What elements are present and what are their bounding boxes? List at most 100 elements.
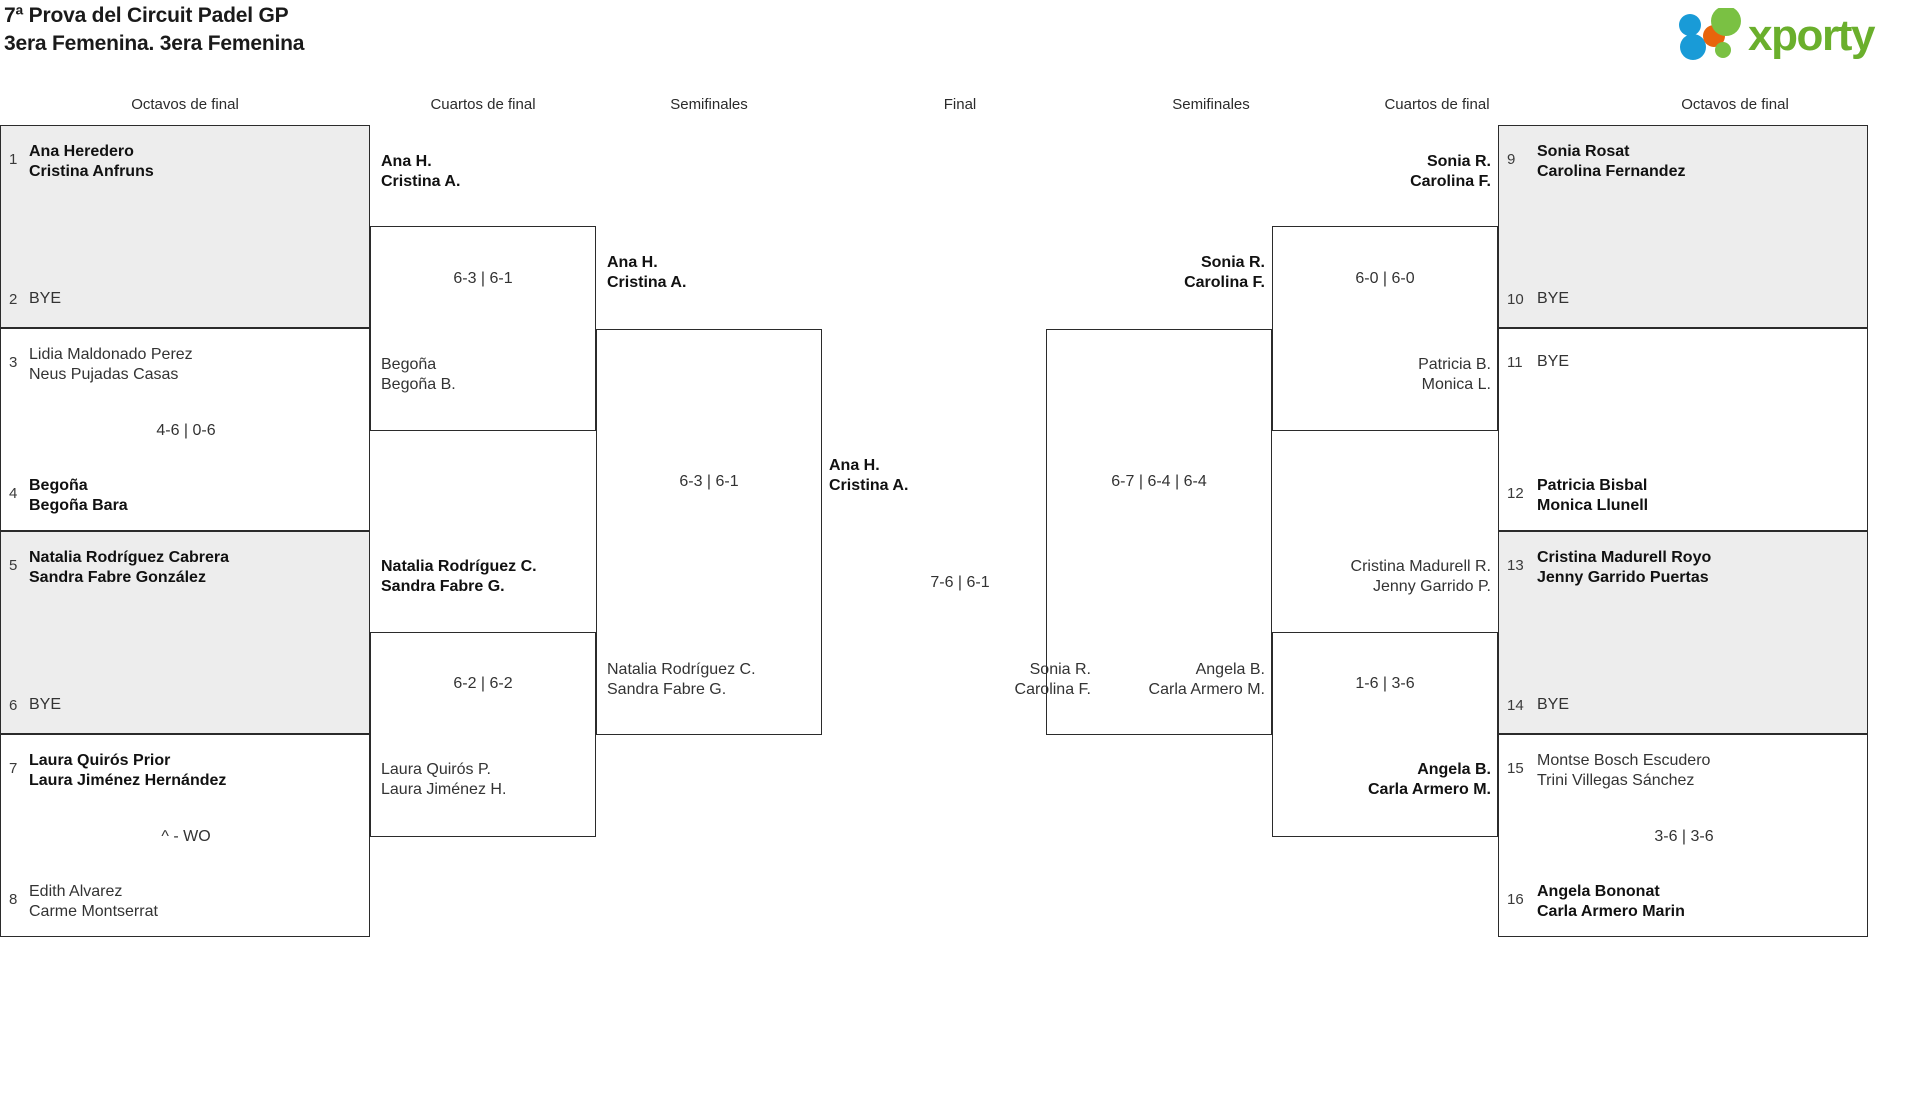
team-line-2: Monica Llunell: [1537, 497, 1649, 515]
team-line-2: Carme Montserrat: [29, 903, 158, 921]
score-left-sf-1: 6-3 | 6-1: [679, 473, 739, 490]
team-line-2: Carla Armero Marin: [1537, 903, 1685, 921]
score-right-qf-2: 1-6 | 3-6: [1355, 675, 1415, 692]
team-left-sf-1a: Ana H. Cristina A.: [607, 253, 686, 293]
round-header-left-qf: Cuartos de final: [430, 96, 536, 113]
team-line-1: Sonia R.: [1200, 254, 1265, 271]
team-line-2: Cristina Anfruns: [29, 163, 154, 181]
team-names: Sonia Rosat Carolina Fernandez: [1537, 142, 1685, 182]
team-right-sf-1a: Sonia R. Carolina F.: [1046, 253, 1265, 293]
match-cell-right-r16-4[interactable]: 15 Montse Bosch Escudero Trini Villegas …: [1498, 734, 1868, 937]
team-line-1: Ana Heredero: [29, 143, 134, 160]
bracket-link-left-qf-2: [370, 632, 596, 837]
score-right-qf-1: 6-0 | 6-0: [1355, 270, 1415, 287]
team-names: Patricia Bisbal Monica Llunell: [1537, 476, 1648, 516]
seed-number: 10: [1507, 291, 1524, 308]
team-line-1: Cristina Madurell R.: [1350, 558, 1491, 575]
score-left-qf-2: 6-2 | 6-2: [453, 675, 513, 692]
team-line-1: BYE: [1537, 696, 1570, 713]
round-header-left-r16: Octavos de final: [131, 96, 239, 113]
match-cell-left-r16-1[interactable]: 1 Ana Heredero Cristina Anfruns 2 BYE: [0, 125, 370, 328]
team-final-bottom: Sonia R. Carolina F.: [822, 660, 1091, 700]
team-right-sf-1b: Angela B. Carla Armero M.: [1046, 660, 1265, 700]
team-names: Lidia Maldonado Perez Neus Pujadas Casas: [29, 345, 193, 385]
team-line-2: Trini Villegas Sánchez: [1537, 772, 1695, 790]
seed-number: 5: [9, 557, 18, 574]
team-line-1: Natalia Rodríguez Cabrera: [29, 549, 230, 566]
team-line-2: Cristina A.: [607, 274, 687, 292]
bracket-link-left-sf-1: [596, 329, 822, 735]
bracket-link-right-qf-1: [1272, 226, 1498, 431]
logo-wordmark: xporty: [1748, 11, 1875, 60]
seed-number: 14: [1507, 697, 1524, 714]
team-names: Angela Bononat Carla Armero Marin: [1537, 882, 1685, 922]
round-header-right-sf: Semifinales: [1172, 96, 1250, 113]
team-line-2: Carolina Fernandez: [1537, 163, 1686, 181]
match-cell-right-r16-1[interactable]: 9 Sonia Rosat Carolina Fernandez 10 BYE: [1498, 125, 1868, 328]
seed-number: 11: [1507, 354, 1523, 371]
team-line-1: Ana H.: [381, 153, 432, 170]
team-line-2: Begoña Bara: [29, 497, 128, 515]
team-line-1: Laura Quirós P.: [381, 761, 491, 778]
page-title: 7ª Prova del Circuit Padel GP 3era Femen…: [4, 2, 304, 58]
team-line-2: Carla Armero M.: [1368, 781, 1491, 799]
team-line-1: Montse Bosch Escudero: [1537, 752, 1711, 769]
team-left-sf-1b: Natalia Rodríguez C. Sandra Fabre G.: [607, 660, 756, 700]
match-score: 4-6 | 0-6: [156, 422, 216, 439]
score-right-sf-1: 6-7 | 6-4 | 6-4: [1111, 473, 1207, 490]
team-line-2: Cristina A.: [381, 173, 461, 191]
team-line-1: Natalia Rodríguez C.: [381, 558, 537, 575]
team-names: Natalia Rodríguez Cabrera Sandra Fabre G…: [29, 548, 229, 588]
seed-number: 8: [9, 891, 18, 908]
team-names: BYE: [29, 289, 61, 309]
match-cell-left-r16-3[interactable]: 5 Natalia Rodríguez Cabrera Sandra Fabre…: [0, 531, 370, 734]
team-line-1: Sonia R.: [1029, 661, 1091, 678]
team-line-1: Begoña: [29, 477, 88, 494]
round-header-final: Final: [943, 96, 977, 113]
team-line-1: Sonia Rosat: [1537, 143, 1630, 160]
team-right-qf-1a: Sonia R. Carolina F.: [1272, 152, 1491, 192]
team-line-2: Laura Jiménez H.: [381, 781, 507, 799]
bracket-link-left-qf-1: [370, 226, 596, 431]
match-cell-right-r16-3[interactable]: 13 Cristina Madurell Royo Jenny Garrido …: [1498, 531, 1868, 734]
team-line-2: Neus Pujadas Casas: [29, 366, 179, 384]
match-score: 3-6 | 3-6: [1654, 828, 1714, 845]
seed-number: 3: [9, 354, 18, 371]
team-line-1: Angela Bononat: [1537, 883, 1660, 900]
team-names: BYE: [1537, 695, 1569, 715]
match-score: ^ - WO: [161, 828, 211, 845]
seed-number: 16: [1507, 891, 1524, 908]
bracket-link-right-qf-2: [1272, 632, 1498, 837]
team-line-1: Begoña: [381, 356, 437, 373]
team-line-1: Cristina Madurell Royo: [1537, 549, 1712, 566]
team-names: Begoña Begoña Bara: [29, 476, 128, 516]
team-line-1: BYE: [1537, 353, 1570, 370]
team-line-1: BYE: [29, 290, 62, 307]
seed-number: 9: [1507, 151, 1516, 168]
team-names: Edith Alvarez Carme Montserrat: [29, 882, 158, 922]
team-line-2: Jenny Garrido Puertas: [1537, 569, 1709, 587]
seed-number: 2: [9, 291, 18, 308]
team-line-2: Monica L.: [1421, 376, 1491, 394]
seed-number: 7: [9, 760, 18, 777]
bracket-link-right-sf-1: [1046, 329, 1272, 735]
team-line-1: Angela B.: [1195, 661, 1265, 678]
team-line-2: Carolina F.: [1184, 274, 1265, 292]
team-names: BYE: [29, 695, 61, 715]
team-right-qf-2a: Cristina Madurell R. Jenny Garrido P.: [1272, 557, 1491, 597]
match-cell-left-r16-2[interactable]: 3 Lidia Maldonado Perez Neus Pujadas Cas…: [0, 328, 370, 531]
team-line-1: Ana H.: [607, 254, 658, 271]
team-left-qf-1b: Begoña Begoña B.: [381, 355, 456, 395]
seed-number: 13: [1507, 557, 1524, 574]
match-cell-left-r16-4[interactable]: 7 Laura Quirós Prior Laura Jiménez Herná…: [0, 734, 370, 937]
logo-dots-icon: [1679, 6, 1741, 60]
team-names: BYE: [1537, 352, 1569, 372]
xporty-logo[interactable]: xporty: [1676, 6, 1902, 64]
team-line-2: Begoña B.: [381, 376, 456, 394]
seed-number: 12: [1507, 485, 1524, 502]
team-line-2: Jenny Garrido P.: [1373, 578, 1491, 596]
team-line-2: Laura Jiménez Hernández: [29, 772, 227, 790]
match-cell-right-r16-2[interactable]: 11 BYE 12 Patricia Bisbal Monica Llunell: [1498, 328, 1868, 531]
team-line-1: Lidia Maldonado Perez: [29, 346, 193, 363]
